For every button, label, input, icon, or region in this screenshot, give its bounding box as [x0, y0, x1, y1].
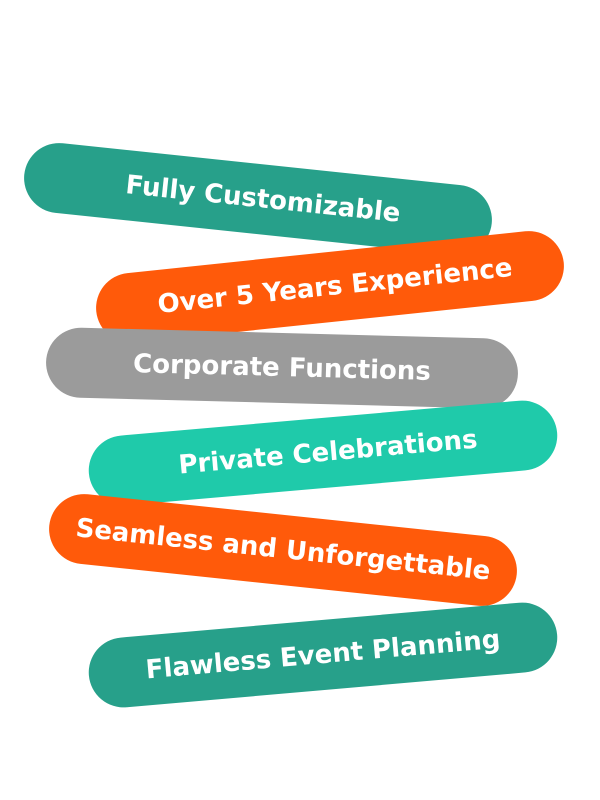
pill-private-celebrations: Private Celebrations [85, 397, 561, 509]
pill-fully-customizable: Fully Customizable [20, 139, 496, 259]
pill-label: Seamless and Unforgettable [74, 513, 492, 587]
pill-flawless-event-planning: Flawless Event Planning [85, 599, 561, 711]
pill-label: Private Celebrations [177, 424, 479, 481]
pill-label: Flawless Event Planning [144, 624, 502, 686]
pill-label: Over 5 Years Experience [156, 252, 514, 321]
pill-corporate-functions: Corporate Functions [45, 326, 519, 410]
pill-over-5-years-experience: Over 5 Years Experience [92, 227, 568, 347]
pill-seamless-and-unforgettable: Seamless and Unforgettable [45, 490, 521, 610]
pill-label: Corporate Functions [132, 349, 432, 387]
pill-label: Fully Customizable [124, 170, 402, 229]
